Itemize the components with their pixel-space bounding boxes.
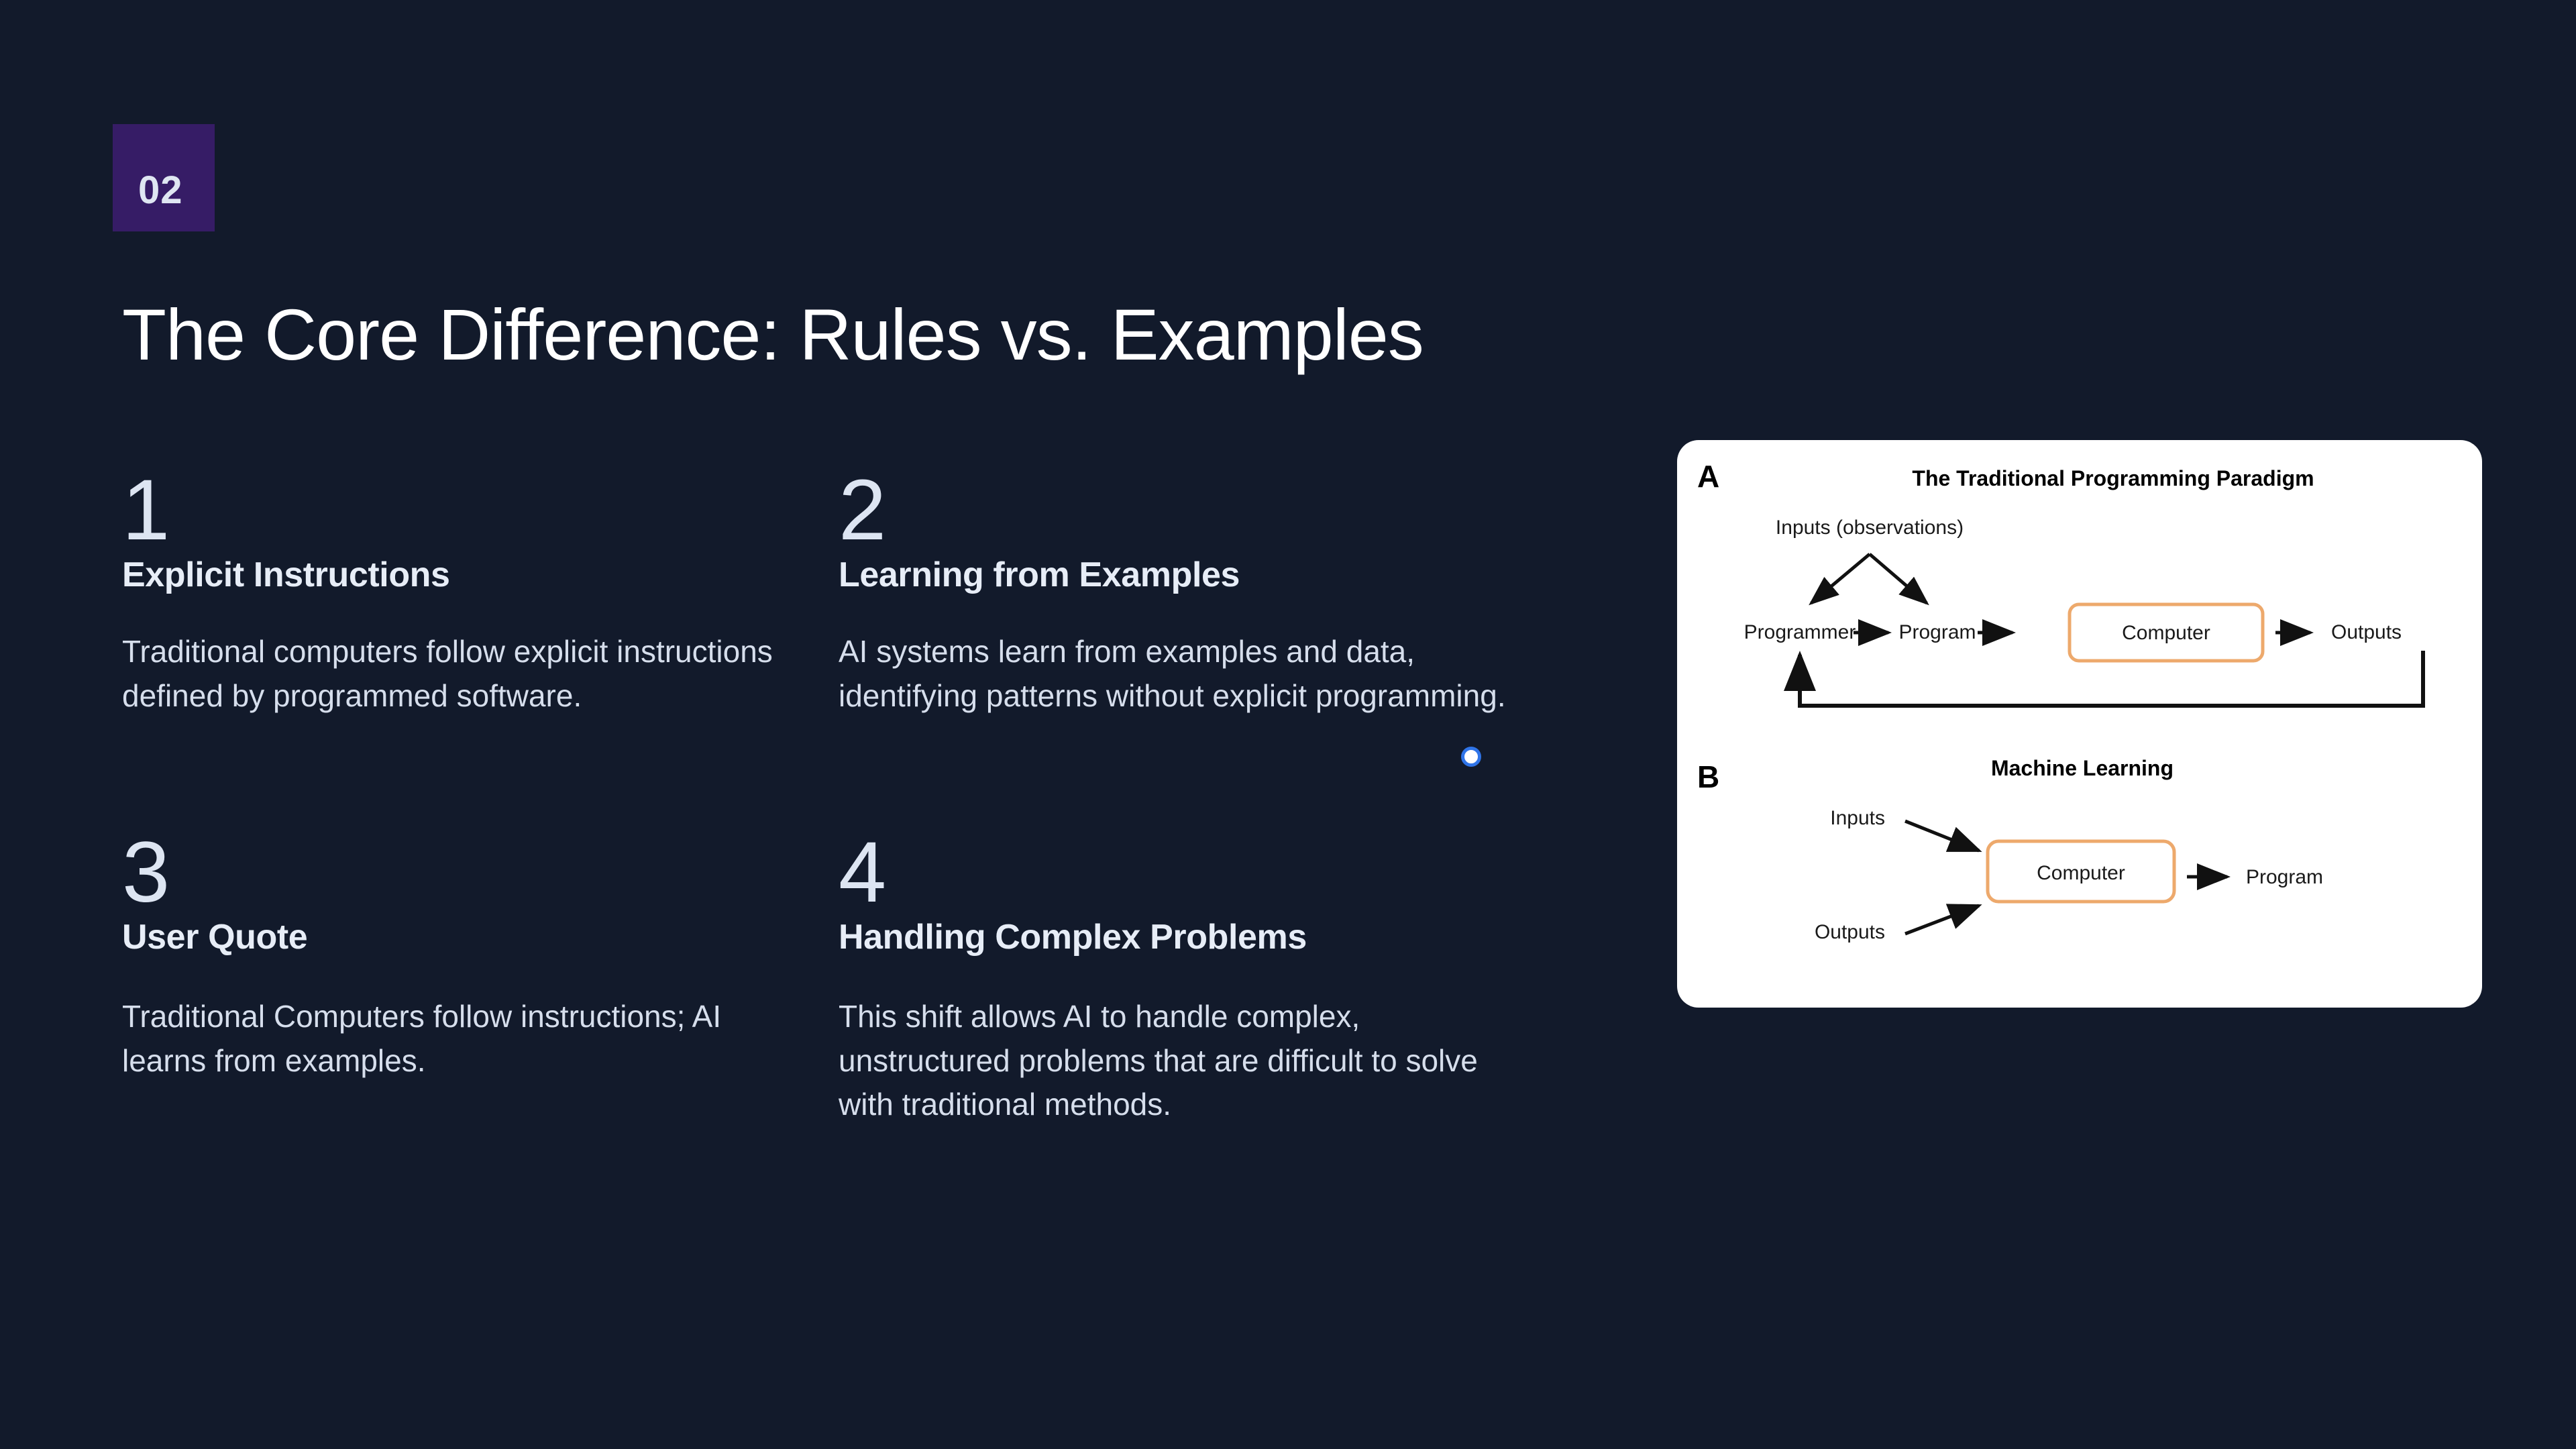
panel-b-letter: B bbox=[1697, 759, 1719, 794]
arrow-inputs-to-program bbox=[1868, 553, 1929, 606]
arrow-inputs-to-programmer bbox=[1809, 553, 1871, 606]
arrow-inputs-to-computer bbox=[1904, 819, 1982, 853]
page-title: The Core Difference: Rules vs. Examples bbox=[122, 294, 1424, 375]
panel-b-program-label: Program bbox=[2246, 866, 2323, 888]
point-body-1: Traditional computers follow explicit in… bbox=[122, 634, 773, 713]
point-number-1: 1 bbox=[122, 462, 170, 558]
panel-a-letter: A bbox=[1697, 459, 1719, 494]
point-item-2: 2 Learning from Examples AI systems lear… bbox=[839, 462, 1531, 718]
arrow-outputs-to-computer bbox=[1904, 904, 1982, 936]
point-number-4: 4 bbox=[839, 824, 886, 921]
cursor-pointer-dot bbox=[1461, 747, 1481, 767]
point-body-3: Traditional Computers follow instruction… bbox=[122, 999, 722, 1078]
panel-a-title: The Traditional Programming Paradigm bbox=[1912, 466, 2314, 490]
panel-a-computer-label: Computer bbox=[2122, 622, 2210, 644]
point-number-3: 3 bbox=[122, 824, 170, 921]
panel-a-computer-box bbox=[2068, 602, 2265, 663]
section-number-label: 02 bbox=[138, 168, 183, 212]
panel-b-inputs-label: Inputs bbox=[1830, 807, 1885, 829]
points-grid: 1 Explicit Instructions Traditional comp… bbox=[122, 462, 1531, 1126]
panel-b-title: Machine Learning bbox=[1991, 756, 2174, 780]
panel-a-inputs-label: Inputs (observations) bbox=[1776, 517, 1964, 539]
panel-a-programmer-label: Programmer bbox=[1744, 621, 1856, 643]
point-body-4: This shift allows AI to handle complex, … bbox=[839, 999, 1478, 1122]
point-title-4: Handling Complex Problems bbox=[839, 917, 1307, 957]
panel-b-outputs-label: Outputs bbox=[1815, 921, 1885, 943]
point-title-1: Explicit Instructions bbox=[122, 555, 450, 594]
point-item-4: 4 Handling Complex Problems This shift a… bbox=[839, 824, 1531, 1126]
point-title-2: Learning from Examples bbox=[839, 555, 1240, 594]
arrow-feedback-loop bbox=[1784, 651, 2425, 708]
panel-a-outputs-label: Outputs bbox=[2331, 621, 2402, 643]
panel-b-computer-box bbox=[1986, 839, 2176, 904]
section-number-badge: 02 bbox=[113, 124, 215, 231]
panel-b-computer-label: Computer bbox=[2037, 862, 2125, 884]
point-title-3: User Quote bbox=[122, 917, 308, 957]
paradigm-diagram-svg: A The Traditional Programming Paradigm I… bbox=[1697, 459, 2425, 943]
point-number-2: 2 bbox=[839, 462, 886, 558]
point-body-2: AI systems learn from examples and data,… bbox=[839, 634, 1506, 713]
point-item-3: 3 User Quote Traditional Computers follo… bbox=[122, 824, 839, 1126]
point-item-1: 1 Explicit Instructions Traditional comp… bbox=[122, 462, 839, 718]
diagram-card: A The Traditional Programming Paradigm I… bbox=[1677, 440, 2482, 1008]
panel-a-program-label: Program bbox=[1898, 621, 1976, 643]
